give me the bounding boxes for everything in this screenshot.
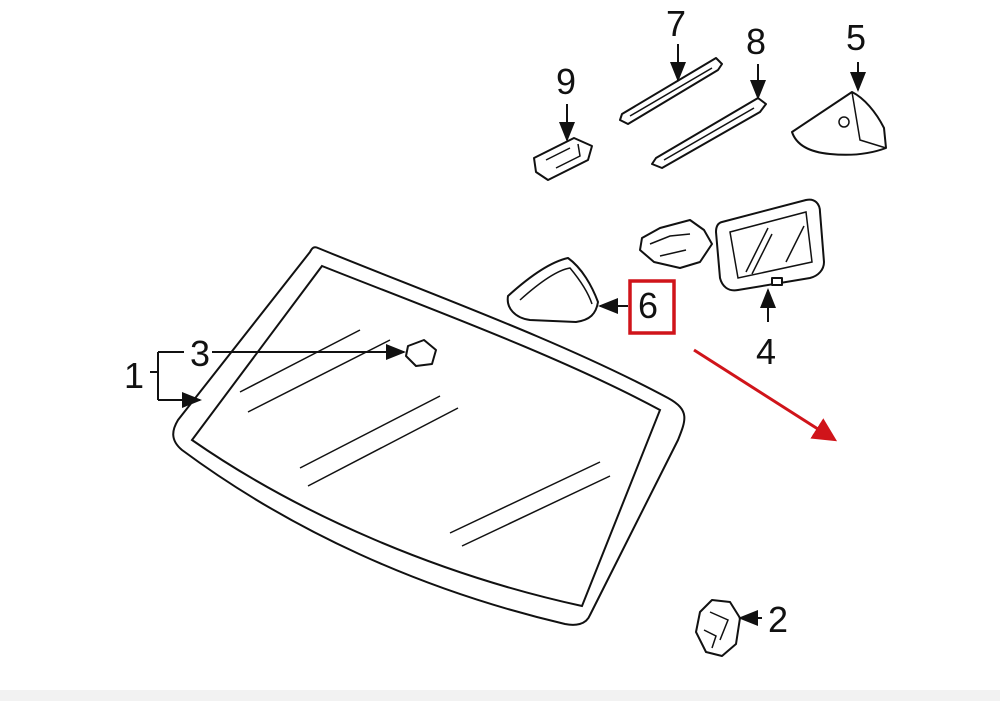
trim-strip-part-8	[651, 97, 767, 169]
callout-7: 7	[666, 3, 686, 44]
clip-part	[695, 599, 741, 657]
mirror-part-4	[639, 198, 825, 292]
callout-labels: 1 2 3 4 5 6 7 8 9	[124, 3, 866, 640]
windshield-reflection-lines	[239, 329, 611, 547]
bracket-part-9	[533, 137, 593, 181]
trim-strip-part-7	[619, 57, 723, 125]
windshield-part	[172, 246, 686, 626]
callout-1: 1	[124, 355, 144, 396]
callout-8: 8	[746, 21, 766, 62]
red-pointer-arrow	[693, 348, 838, 442]
leader-lines	[150, 44, 866, 626]
callout-3: 3	[190, 333, 210, 374]
callout-5: 5	[846, 17, 866, 58]
callout-4: 4	[756, 331, 776, 372]
sensor-part	[405, 339, 437, 367]
cover-part-5	[791, 91, 887, 156]
cover-part-6	[506, 257, 599, 323]
callout-2: 2	[768, 599, 788, 640]
callout-9: 9	[556, 61, 576, 102]
highlight-box	[628, 279, 676, 335]
callout-6: 6	[638, 285, 658, 326]
bottom-band	[0, 690, 1000, 701]
